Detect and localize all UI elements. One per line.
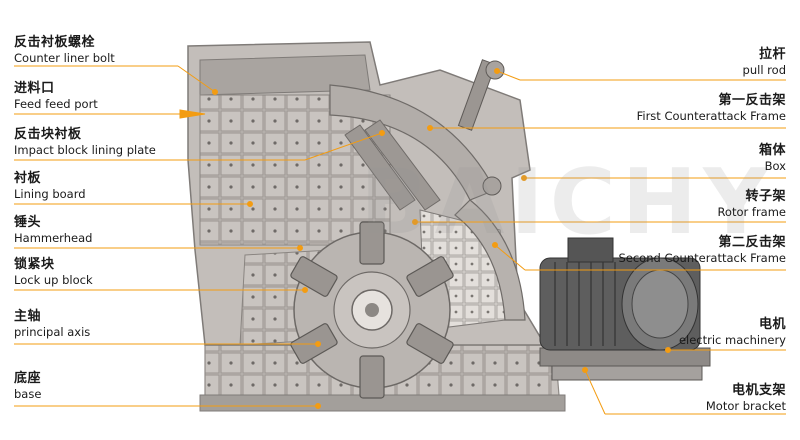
label-rotor-frame: 转子架 Rotor frame bbox=[717, 190, 786, 218]
rotor bbox=[290, 221, 454, 399]
label-pull-rod: 拉杆 pull rod bbox=[743, 48, 786, 76]
label-hammerhead: 锤头 Hammerhead bbox=[14, 216, 92, 244]
label-zh: 反击块衬板 bbox=[14, 127, 82, 142]
label-en: Rotor frame bbox=[717, 204, 786, 219]
label-en: Hammerhead bbox=[14, 230, 93, 245]
label-principal-axis: 主轴 principal axis bbox=[14, 310, 90, 338]
label-zh: 反击衬板螺栓 bbox=[14, 35, 96, 50]
second-counterattack-frame bbox=[454, 199, 526, 321]
label-second-counterattack-frame: 第二反击架 Second Counterattack Frame bbox=[618, 236, 786, 264]
label-zh: 主轴 bbox=[14, 309, 42, 324]
label-zh: 底座 bbox=[14, 371, 42, 386]
label-en: Counter liner bolt bbox=[14, 50, 115, 65]
label-en: Box bbox=[764, 158, 786, 173]
label-en: Second Counterattack Frame bbox=[618, 250, 786, 265]
label-counter-liner-bolt: 反击衬板螺栓 Counter liner bolt bbox=[14, 36, 115, 64]
label-box: 箱体 Box bbox=[759, 144, 786, 172]
housing-box bbox=[187, 41, 547, 346]
label-zh: 箱体 bbox=[758, 143, 786, 158]
label-electric-machinery: 电机 electric machinery bbox=[679, 318, 786, 346]
label-zh: 电机支架 bbox=[731, 383, 786, 398]
electric-motor bbox=[539, 237, 701, 351]
label-zh: 锤头 bbox=[14, 215, 42, 230]
label-zh: 第二反击架 bbox=[718, 235, 786, 250]
label-motor-bracket: 电机支架 Motor bracket bbox=[706, 384, 786, 412]
label-zh: 拉杆 bbox=[758, 47, 786, 62]
label-en: Motor bracket bbox=[705, 398, 786, 413]
label-en: pull rod bbox=[742, 62, 786, 77]
label-lock-up-block: 锁紧块 Lock up block bbox=[14, 258, 93, 286]
label-zh: 第一反击架 bbox=[718, 93, 786, 108]
label-en: First Counterattack Frame bbox=[636, 108, 786, 123]
leader-lines bbox=[14, 65, 786, 415]
label-en: Feed feed port bbox=[14, 96, 98, 111]
motor-bracket bbox=[539, 347, 711, 381]
label-en: Lock up block bbox=[14, 272, 93, 287]
label-en: principal axis bbox=[14, 324, 91, 339]
label-zh: 锁紧块 bbox=[14, 257, 55, 272]
label-zh: 进料口 bbox=[14, 81, 55, 96]
label-first-counterattack-frame: 第一反击架 First Counterattack Frame bbox=[637, 94, 786, 122]
label-zh: 衬板 bbox=[14, 171, 42, 186]
label-base: 底座 base bbox=[14, 372, 41, 400]
label-impact-block-lining-plate: 反击块衬板 Impact block lining plate bbox=[14, 128, 156, 156]
label-en: electric machinery bbox=[678, 332, 786, 347]
label-en: base bbox=[14, 386, 42, 401]
label-en: Impact block lining plate bbox=[14, 142, 156, 157]
label-zh: 转子架 bbox=[745, 189, 786, 204]
label-zh: 电机 bbox=[758, 317, 786, 332]
label-en: Lining board bbox=[14, 186, 86, 201]
watermark-text: BAICHY bbox=[360, 150, 775, 255]
label-lining-board: 衬板 Lining board bbox=[14, 172, 86, 200]
first-counterattack-frame bbox=[329, 84, 496, 211]
label-feed-port: 进料口 Feed feed port bbox=[14, 82, 98, 110]
